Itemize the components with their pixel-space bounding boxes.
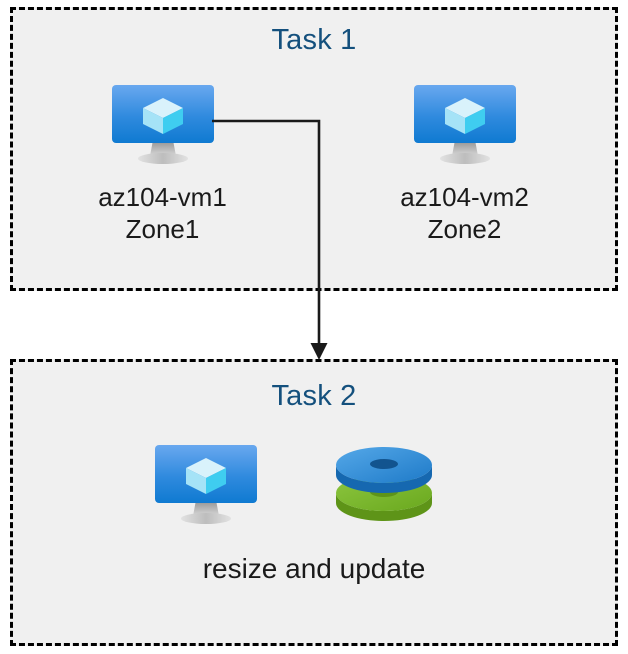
azure-virtual-machine-icon xyxy=(411,82,519,168)
node-label-az104-vm1: az104-vm1 Zone1 xyxy=(98,182,227,244)
azure-virtual-machine-icon xyxy=(109,82,217,168)
node-az104-vm1[interactable]: az104-vm1 Zone1 xyxy=(65,82,260,245)
node-managed-disks[interactable] xyxy=(330,443,438,529)
azure-virtual-machine-icon xyxy=(152,442,260,528)
group-box-task2 xyxy=(10,359,618,646)
node-az104-vm2[interactable]: az104-vm2 Zone2 xyxy=(367,82,562,245)
task2-action-caption: resize and update xyxy=(202,553,426,584)
azure-managed-disks-icon xyxy=(330,443,438,529)
node-label-az104-vm2: az104-vm2 Zone2 xyxy=(400,182,529,244)
group-title-task2: Task 2 xyxy=(271,380,357,412)
node-vm-task2[interactable] xyxy=(152,442,260,528)
group-title-task1: Task 1 xyxy=(271,24,357,56)
